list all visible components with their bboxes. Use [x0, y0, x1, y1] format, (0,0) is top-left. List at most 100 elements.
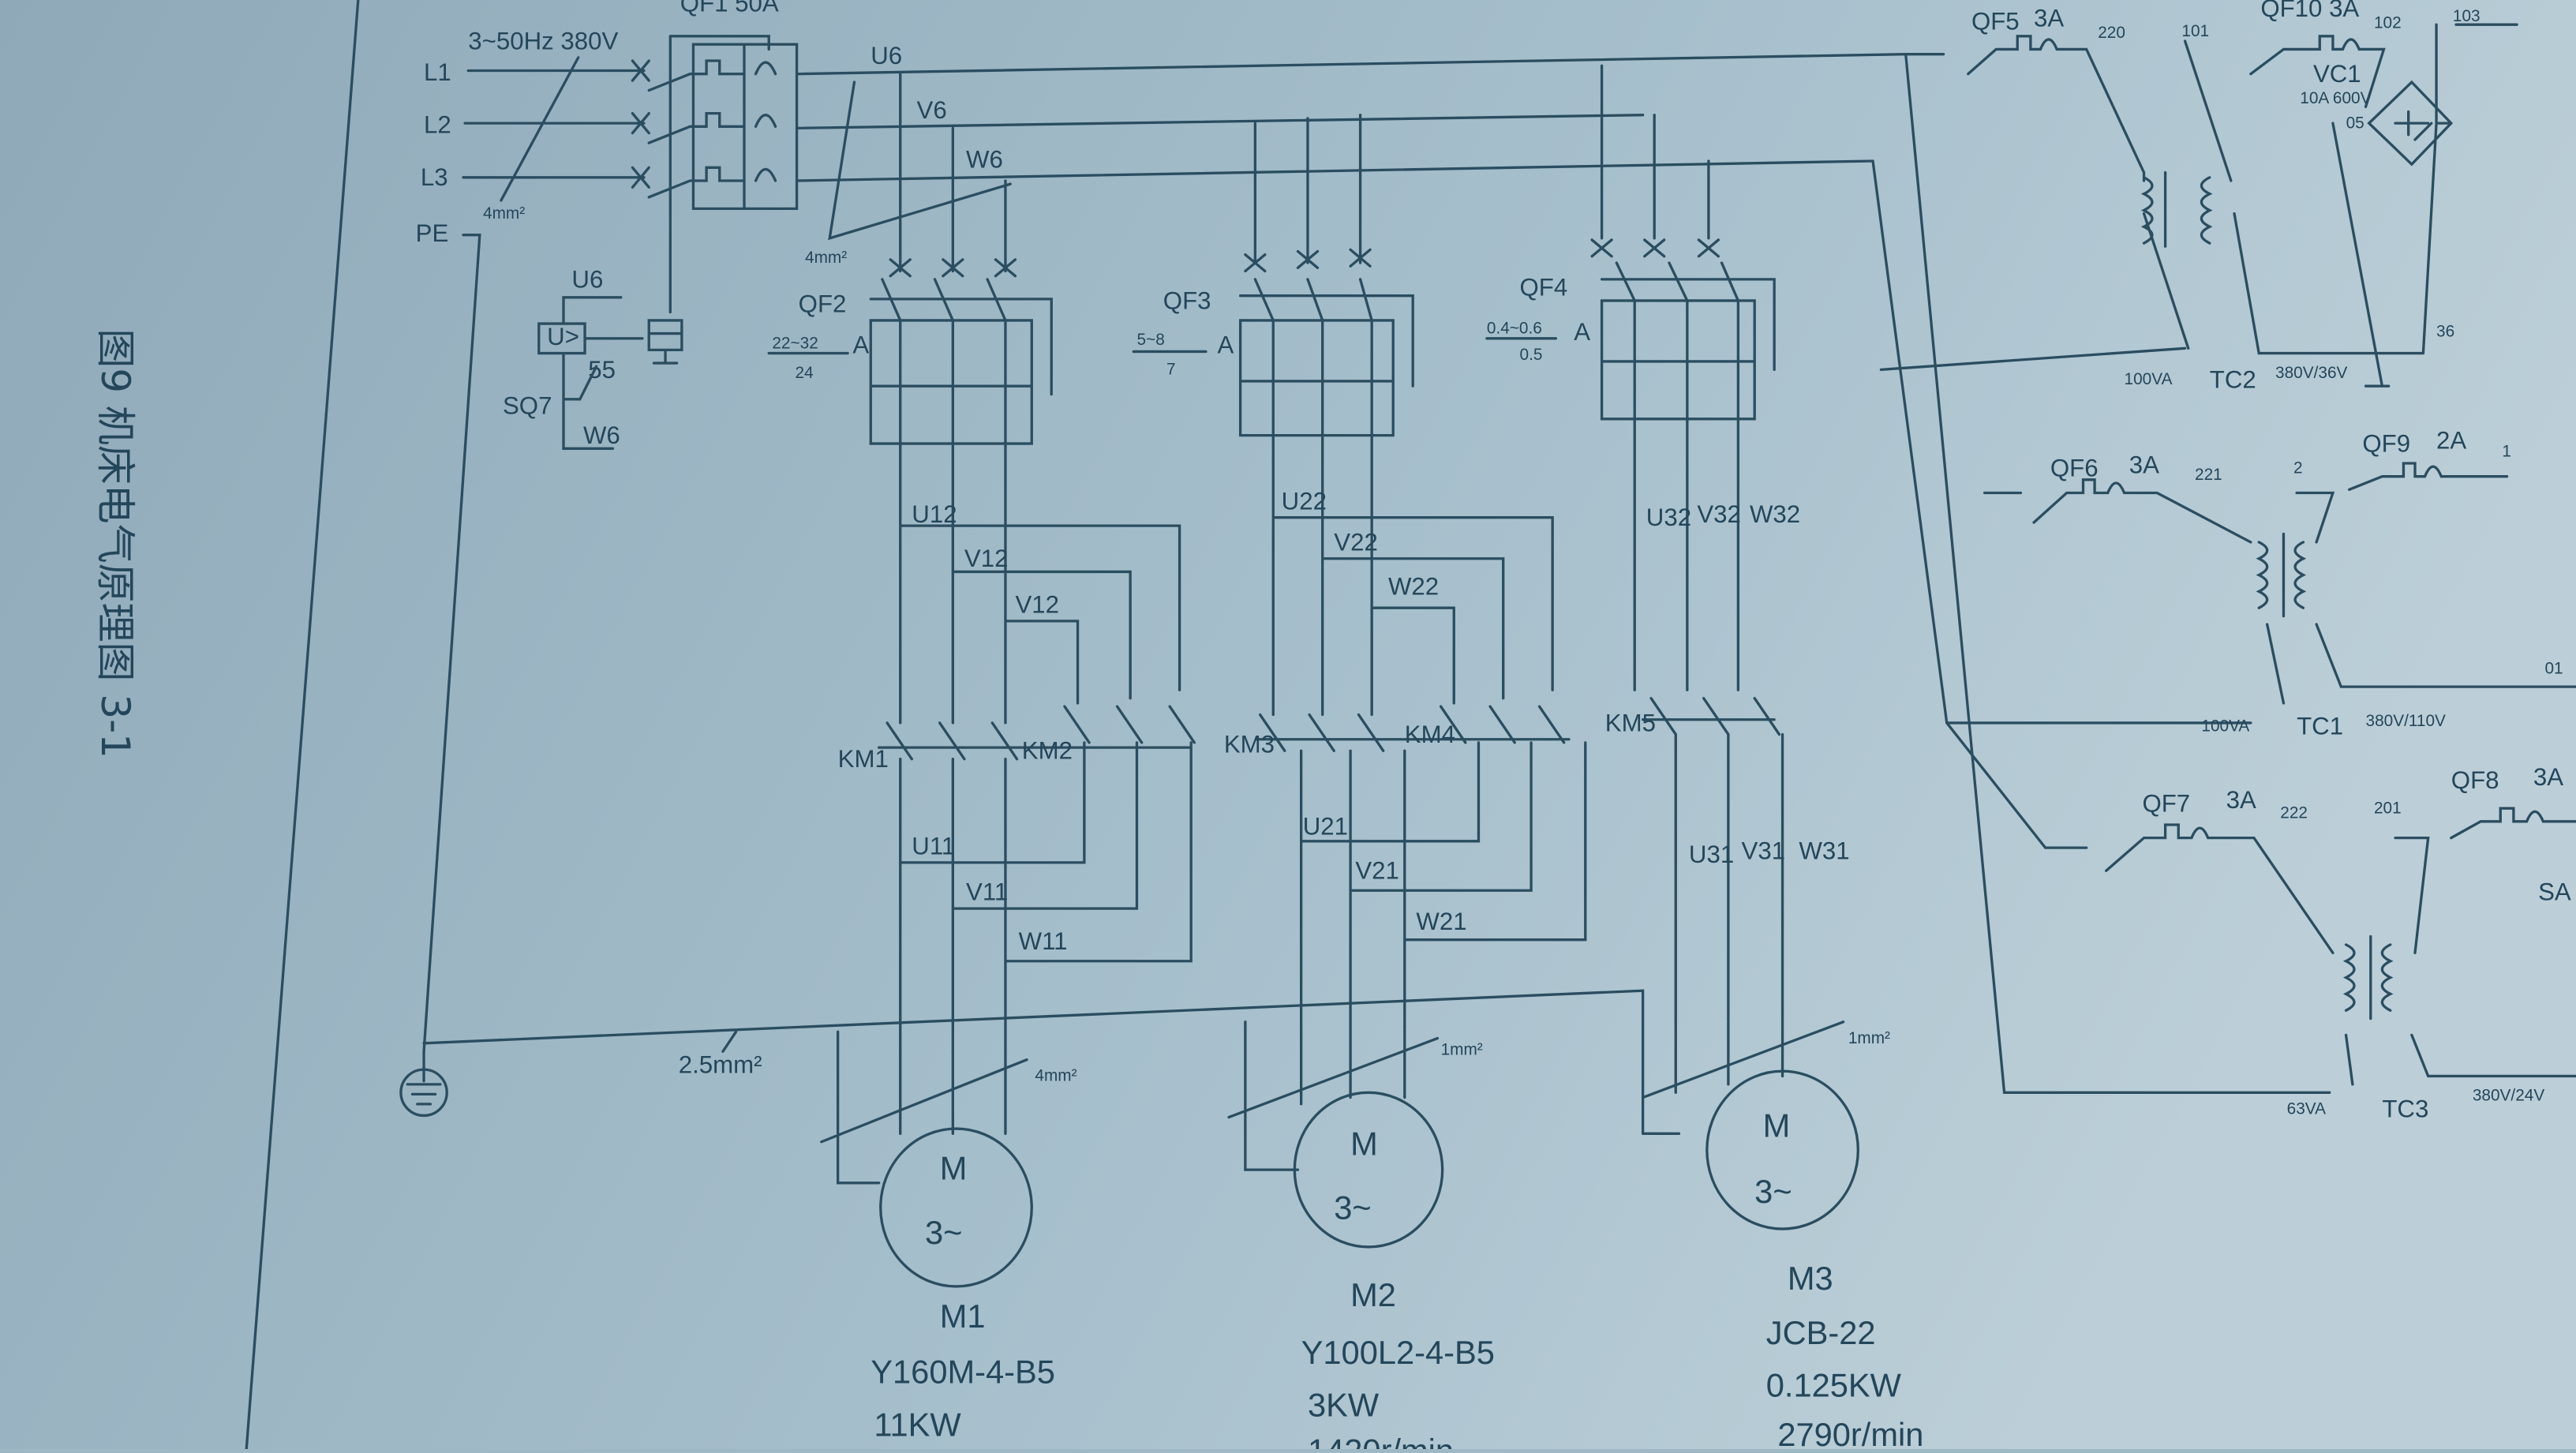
wire-v12: V12 — [964, 545, 1009, 572]
m2-model: Y100L2-4-B5 — [1301, 1334, 1495, 1371]
branch-m3-wiring: U32 V32 W32 KM5 U31 V31 W31 — [1605, 418, 1850, 1020]
m2-speed: 1420r/min — [1308, 1432, 1454, 1449]
qf1-label: QF1 50A — [680, 0, 779, 17]
m3-phase: 3~ — [1754, 1173, 1792, 1210]
m1-power: 11KW — [874, 1406, 961, 1443]
phase-l1-label: L1 — [424, 58, 451, 86]
wire-w31: W31 — [1799, 837, 1849, 865]
m1-model: Y160M-4-B5 — [871, 1354, 1055, 1391]
transformer-tc3: QF7 3A 222 201 QF8 3A SA 63VA TC3 380V/2… — [2104, 763, 2576, 1123]
node-36: 36 — [2436, 323, 2454, 341]
qf2-label: QF2 — [799, 290, 847, 318]
tc3-power: 63VA — [2287, 1099, 2326, 1118]
qf2-unit: A — [852, 331, 869, 359]
wire-u31: U31 — [1689, 841, 1734, 868]
node-2: 2 — [2293, 459, 2303, 477]
qf7-rating: 3A — [2226, 786, 2256, 814]
motor-m2: 1mm² M 3~ M2 Y100L2-4-B5 3KW 1420r/min — [1227, 1025, 1495, 1453]
prot-w6: W6 — [583, 421, 620, 449]
node-v6: V6 — [917, 96, 947, 124]
branch-m2-wiring: U22 V22 W22 KM3 KM4 U21 V21 W21 — [1224, 433, 1587, 1037]
node-1: 1 — [2502, 443, 2511, 461]
node-221: 221 — [2195, 466, 2222, 484]
m2-symbol: M — [1350, 1125, 1378, 1162]
tc1-label: TC1 — [2297, 712, 2343, 740]
qf6-label: QF6 — [2050, 455, 2099, 482]
prot-u6: U6 — [571, 265, 603, 293]
node-201: 201 — [2374, 799, 2402, 817]
tc1-power: 100VA — [2201, 717, 2249, 735]
qf6-rating: 3A — [2129, 451, 2159, 479]
tc3-ratio: 380V/24V — [2473, 1087, 2544, 1105]
node-101: 101 — [2181, 22, 2209, 40]
m3-speed: 2790r/min — [1777, 1416, 1923, 1449]
wire-u11: U11 — [912, 832, 955, 859]
qf4-range: 0.4~0.6 — [1487, 320, 1542, 338]
m1-name: M1 — [940, 1298, 986, 1335]
breaker-qf4: QF4 0.4~0.6 0.5 A — [1485, 64, 1776, 421]
switch-sa: SA — [2538, 878, 2571, 906]
qf5-rating: 3A — [2034, 4, 2064, 32]
branch-m1-wiring: U12 V12 V12 KM1 KM2 U11 V11 W11 — [838, 442, 1196, 1053]
control-bus — [1871, 53, 2331, 1094]
voltage-protection: U6 U> 55 SQ7 W6 — [503, 265, 644, 450]
node-102: 102 — [2374, 13, 2402, 32]
motor-m3: 1mm² M 3~ M3 JCB-22 0.125KW 2790r/min — [1641, 1009, 1923, 1453]
transformer-tc2: QF5 3A 220 101 QF10 3A 102 103 VC1 10A 6… — [1967, 0, 2518, 393]
m3-power: 0.125KW — [1766, 1366, 1902, 1403]
wire-u12: U12 — [912, 500, 957, 528]
tc3-label: TC3 — [2382, 1095, 2428, 1123]
m3-name: M3 — [1788, 1260, 1833, 1297]
m1-symbol: M — [940, 1150, 968, 1187]
qf3-label: QF3 — [1163, 286, 1211, 314]
voltage-relay-label: U> — [547, 323, 579, 350]
node-w6: W6 — [966, 145, 1003, 173]
qf10-label: QF10 3A — [2260, 0, 2359, 22]
wire-v22: V22 — [1334, 528, 1378, 556]
m3-symbol: M — [1763, 1107, 1791, 1144]
qf7-label: QF7 — [2142, 789, 2190, 817]
qf2-range: 22~32 — [772, 334, 818, 352]
wire-v32: V32 — [1697, 500, 1741, 528]
wire-w11: W11 — [1019, 927, 1068, 955]
node-222: 222 — [2280, 804, 2308, 822]
vc1-rating: 10A 600V — [2300, 89, 2371, 107]
qf8-label: QF8 — [2451, 766, 2499, 794]
qf3-setting: 7 — [1166, 361, 1176, 379]
qf8-rating: 3A — [2533, 763, 2563, 791]
qf3-unit: A — [1217, 331, 1234, 359]
node-wire-size: 4mm² — [805, 249, 847, 267]
prot-number: 55 — [588, 356, 616, 384]
wire-v31: V31 — [1742, 837, 1786, 865]
rectifier-vc1: VC1 — [2313, 60, 2361, 88]
wire-u22: U22 — [1282, 487, 1327, 515]
m1-phase: 3~ — [925, 1214, 962, 1251]
contactor-km3: KM3 — [1224, 730, 1275, 758]
power-supply: 3~50Hz 380V L1 L2 L3 PE 4mm² — [416, 27, 650, 1053]
tc2-ratio: 380V/36V — [2275, 364, 2347, 382]
rectifier-icon — [2367, 80, 2454, 167]
phase-l3-label: L3 — [421, 163, 448, 191]
m2-wire-size: 1mm² — [1441, 1040, 1483, 1058]
transformer-tc1: QF6 3A 221 2 QF9 2A 1 01 100VA TC1 380V/… — [2032, 426, 2576, 740]
wire-w22: W22 — [1388, 573, 1439, 601]
supply-spec: 3~50Hz 380V — [468, 27, 618, 54]
wire-u21: U21 — [1303, 812, 1348, 840]
breaker-qf3: QF3 5~8 7 A — [1132, 114, 1414, 437]
node-220: 220 — [2098, 24, 2125, 42]
contactor-km4: KM4 — [1405, 721, 1455, 748]
qf3-range: 5~8 — [1136, 331, 1164, 349]
tc1-ratio: 380V/110V — [2366, 712, 2447, 730]
m3-wire-size: 1mm² — [1848, 1029, 1890, 1047]
node-01: 01 — [2544, 659, 2563, 677]
wire-u32: U32 — [1646, 504, 1691, 531]
qf2-setting: 24 — [796, 364, 814, 382]
node-05: 05 — [2346, 114, 2364, 132]
qf9-label: QF9 — [2362, 429, 2410, 457]
wire-v11: V11 — [966, 878, 1008, 906]
qf9-rating: 2A — [2436, 426, 2466, 454]
wire-w32: W32 — [1750, 500, 1800, 528]
